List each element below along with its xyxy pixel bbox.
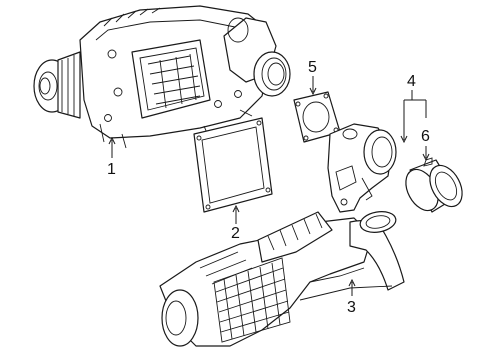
coupling-sleeve bbox=[405, 157, 463, 213]
callout-5: 5 bbox=[308, 59, 317, 76]
supercharger bbox=[33, 5, 291, 149]
callout-1: 1 bbox=[107, 161, 116, 178]
intake-duct bbox=[159, 211, 405, 347]
callout-4: 4 bbox=[407, 73, 416, 90]
callout-6: 6 bbox=[421, 128, 430, 145]
arrow-3 bbox=[348, 278, 356, 287]
arrow-2 bbox=[232, 204, 240, 213]
arrow-5 bbox=[309, 87, 317, 96]
callout-3: 3 bbox=[347, 299, 356, 316]
arrow-1 bbox=[108, 136, 116, 145]
throttle-gasket bbox=[293, 91, 341, 143]
callout-2: 2 bbox=[231, 225, 240, 242]
supercharger-pulley bbox=[33, 51, 81, 119]
gasket bbox=[193, 117, 273, 213]
leader-4 bbox=[400, 90, 427, 144]
throttle-body bbox=[327, 123, 397, 213]
arrow-6 bbox=[422, 153, 430, 162]
